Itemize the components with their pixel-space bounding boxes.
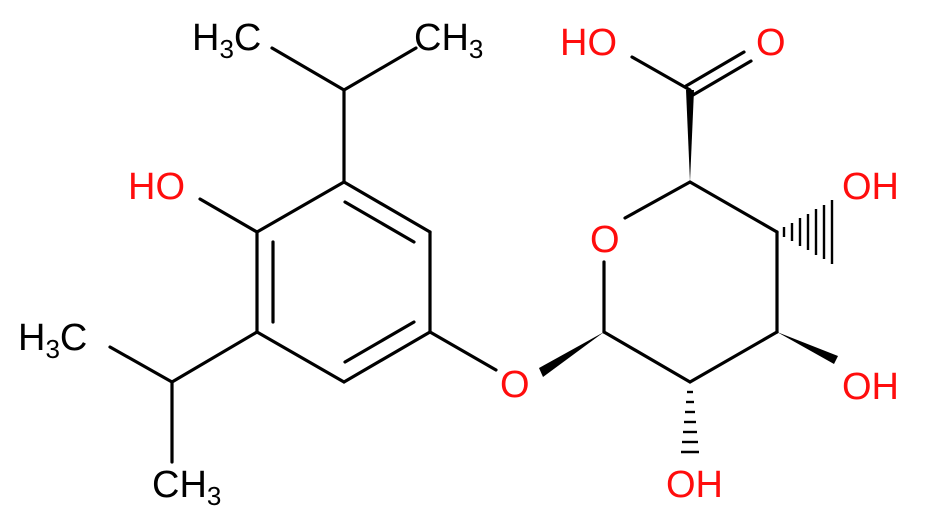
phenol-oh-bond <box>198 197 259 234</box>
isopropyl-left <box>108 330 259 464</box>
ether-oxygen-label: O <box>500 364 530 406</box>
aryl-ether-bond <box>428 330 498 372</box>
isopropyl-top <box>270 46 418 184</box>
ring-oxygen-label: O <box>590 219 620 261</box>
pyranose-ring <box>602 180 779 384</box>
methyl-top-left-label: H3C <box>192 17 261 64</box>
c3-oh-label: OH <box>842 366 899 408</box>
methyl-mid-left-label: H3C <box>18 317 87 364</box>
wedge-bond-c1-o <box>539 332 604 377</box>
wedge-bond-c3-oh <box>777 332 838 364</box>
hashed-bond-c2-oh <box>681 390 699 454</box>
c2-oh-label: OH <box>666 464 723 506</box>
phenol-oh-label: HO <box>128 166 185 208</box>
methyl-top-right-label: CH3 <box>414 17 483 64</box>
carboxyl-oh-label: HO <box>560 22 617 64</box>
benzene-ring <box>255 180 432 384</box>
carboxyl-group <box>630 50 753 97</box>
hashed-bond-c4-oh <box>782 200 834 264</box>
methyl-bottom-label: CH3 <box>152 464 221 511</box>
carbonyl-oxygen-label: O <box>756 22 786 64</box>
wedge-bond-c5-cooh <box>686 90 694 182</box>
c4-oh-label: OH <box>842 166 899 208</box>
